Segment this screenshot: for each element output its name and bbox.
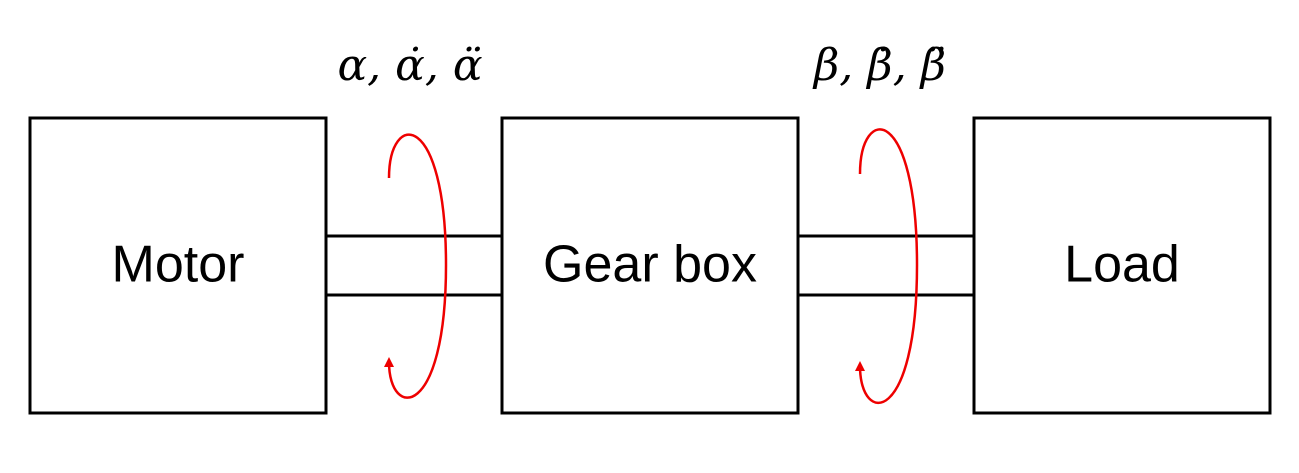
gearbox-block bbox=[500, 116, 800, 415]
output-rotation-arrow-icon bbox=[855, 128, 919, 404]
input-shaft bbox=[324, 234, 504, 297]
output-shaft bbox=[796, 234, 976, 297]
gearbox-label: Gear box bbox=[543, 236, 757, 294]
motor-label: Motor bbox=[112, 236, 245, 294]
input-rotation-label: α, α̇, α̈ bbox=[337, 40, 482, 91]
load-block bbox=[972, 116, 1272, 415]
motor-block bbox=[28, 116, 328, 415]
output-rotation-label: β, β̇, β̈ bbox=[812, 40, 946, 91]
load-label: Load bbox=[1064, 236, 1180, 294]
input-rotation-arrow-icon bbox=[384, 133, 448, 399]
